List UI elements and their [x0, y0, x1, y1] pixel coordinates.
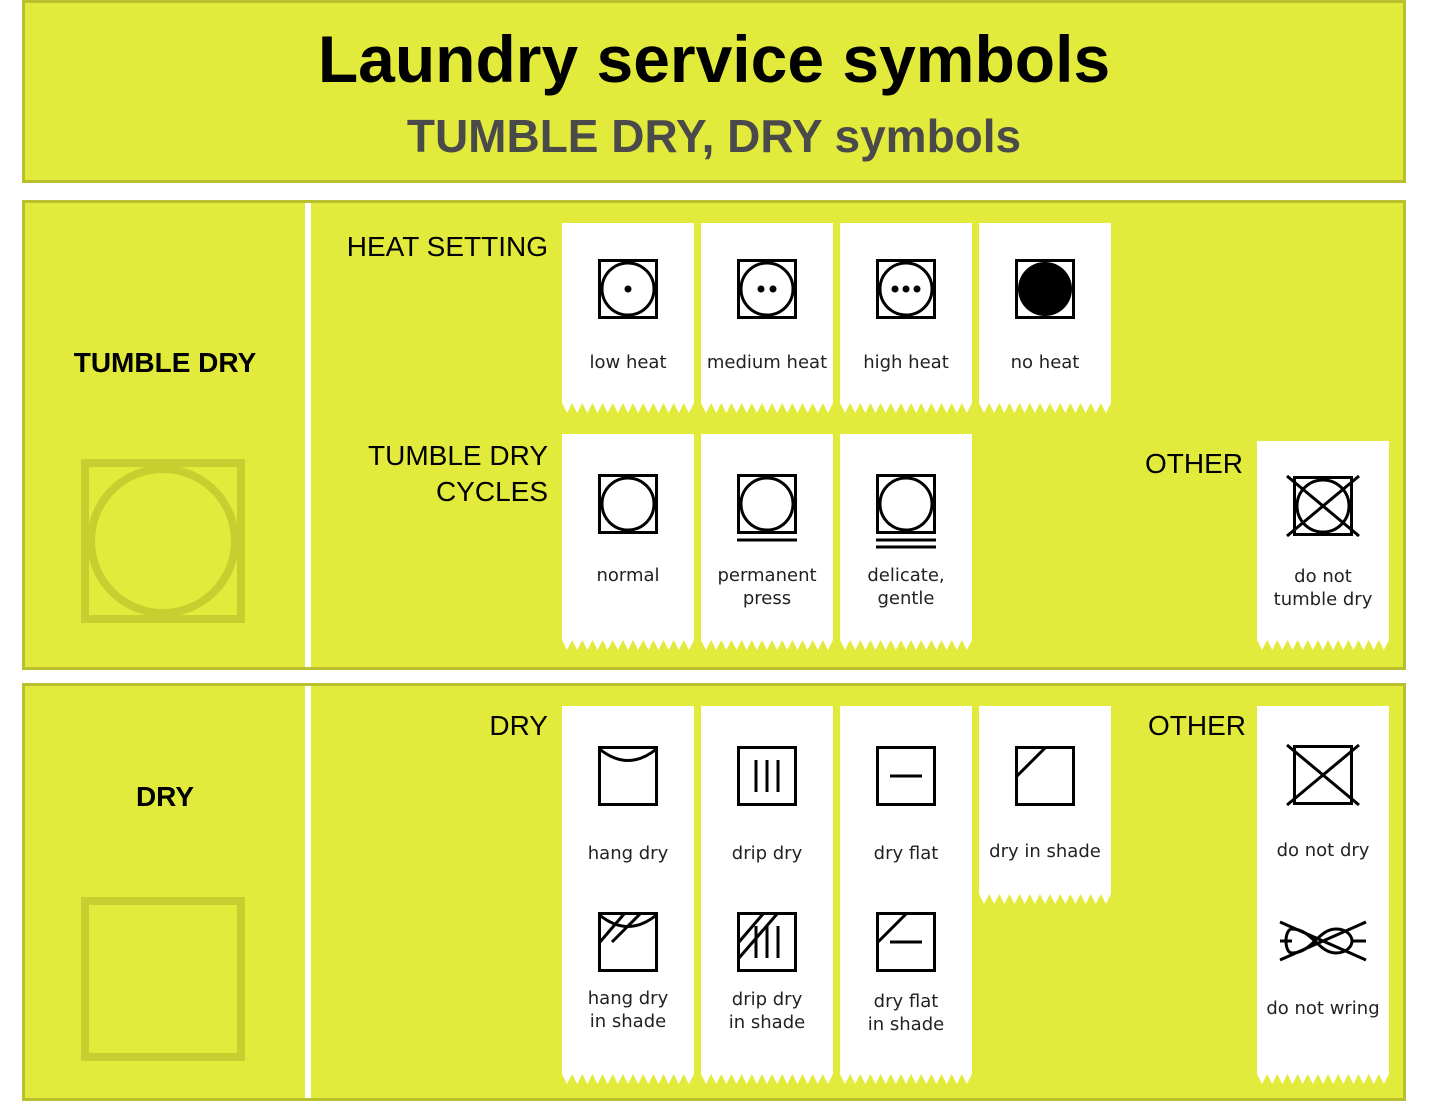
medium-heat-icon [737, 259, 797, 319]
dry-flat-in-shade-icon [876, 912, 936, 972]
page-subtitle: TUMBLE DRY, DRY symbols [406, 110, 1022, 162]
delicate-tag: delicate, gentle [840, 434, 972, 650]
drip-dry-tag: drip dry drip dry in shade [701, 706, 833, 1084]
do-not-wring-icon [1278, 919, 1368, 963]
delicate-gentle-icon [876, 474, 936, 550]
tumble-dry-cycles-label: TUMBLE DRY CYCLES [368, 440, 548, 507]
hang-dry-in-shade-icon [598, 912, 658, 972]
dry-in-shade-tag: dry in shade [979, 706, 1111, 904]
header-banner: Laundry service symbols TUMBLE DRY, DRY … [22, 0, 1406, 183]
do-not-tumble-dry-icon [1285, 475, 1361, 537]
high-heat-caption: high heat [863, 352, 949, 373]
no-heat-caption: no heat [1010, 352, 1080, 373]
dry-group-label: DRY [489, 710, 548, 741]
dry-flat-tag: dry flat dry flat in shade [840, 706, 972, 1084]
hang-dry-icon [598, 746, 658, 806]
do-not-tumble-dry-tag: do not tumble dry [1257, 441, 1389, 650]
do-not-dry-caption: do not dry [1276, 840, 1370, 861]
normal-cycle-icon [598, 474, 658, 534]
do-not-tumble-dry-caption: do not tumble dry [1273, 566, 1373, 610]
tumble-dry-panel: TUMBLE DRY HEAT SETTING TUMBLE DRY CYCLE… [22, 200, 1406, 670]
panel-divider [305, 203, 311, 667]
do-not-wring-caption: do not wring [1266, 998, 1380, 1019]
drip-dry-in-shade-icon [737, 912, 797, 972]
dry-panel: DRY DRY OTHER hang dry hang dry in shade [22, 683, 1406, 1101]
drip-dry-caption: drip dry [731, 843, 803, 864]
medium-heat-caption: medium heat [706, 352, 828, 373]
dry-section-label: DRY [135, 781, 195, 812]
no-heat-icon [1015, 259, 1075, 319]
normal-tag: normal [562, 434, 694, 650]
dry-flat-caption: dry flat [873, 843, 939, 864]
dry-in-shade-icon [1015, 746, 1075, 806]
permanent-press-tag: permanent press [701, 434, 833, 650]
dry-flat-icon [876, 746, 936, 806]
do-not-dry-icon [1285, 744, 1361, 806]
normal-caption: normal [596, 565, 660, 586]
drip-dry-in-shade-caption: drip dry in shade [728, 989, 806, 1033]
dry-in-shade-caption: dry in shade [989, 841, 1101, 862]
tumble-dry-section-label: TUMBLE DRY [73, 347, 257, 378]
permanent-press-icon [737, 474, 797, 544]
low-heat-icon [598, 259, 658, 319]
high-heat-icon [876, 259, 936, 319]
hang-dry-caption: hang dry [587, 843, 669, 864]
hang-dry-in-shade-caption: hang dry in shade [587, 988, 669, 1032]
dry-other-tag: do not dry do not wring [1257, 706, 1389, 1084]
page-title: Laundry service symbols [317, 22, 1111, 96]
high-heat-tag: high heat [840, 223, 972, 413]
heat-setting-label: HEAT SETTING [346, 231, 548, 262]
medium-heat-tag: medium heat [701, 223, 833, 413]
low-heat-tag: low heat [562, 223, 694, 413]
delicate-caption: delicate, gentle [867, 565, 945, 609]
tumble-other-label: OTHER [1145, 448, 1243, 479]
tumble-dry-watermark-icon [81, 459, 245, 623]
permanent-press-caption: permanent press [717, 565, 817, 609]
drip-dry-icon [737, 746, 797, 806]
no-heat-tag: no heat [979, 223, 1111, 413]
low-heat-caption: low heat [589, 352, 667, 373]
dry-watermark-icon [81, 897, 245, 1061]
panel-divider [305, 686, 311, 1098]
dry-flat-in-shade-caption: dry flat in shade [867, 991, 945, 1035]
hang-dry-tag: hang dry hang dry in shade [562, 706, 694, 1084]
dry-other-label: OTHER [1148, 710, 1246, 741]
